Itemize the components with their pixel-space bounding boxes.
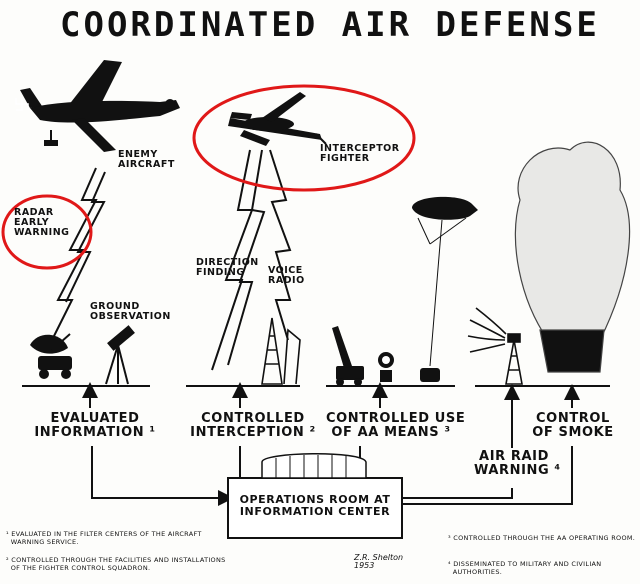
function-controlled-use-aa: CONTROLLED USE OF AA MEANS ³ [326, 411, 466, 440]
function-control-of-smoke: CONTROL OF SMOKE [532, 411, 614, 440]
function-controlled-interception: CONTROLLED INTERCEPTION ² [190, 411, 316, 440]
searchlight-icon [378, 352, 394, 382]
label-ground-observation: GROUND OBSERVATION [90, 301, 171, 322]
label-voice-radio: VOICE RADIO [268, 265, 305, 286]
flow-arrows [82, 382, 580, 448]
radar-dish-icon [30, 333, 72, 379]
function-evaluated-information: EVALUATED INFORMATION ¹ [34, 411, 156, 440]
footnote-1: ¹ EVALUATED IN THE FILTER CENTERS OF THE… [6, 530, 202, 547]
barrage-balloon-icon [412, 196, 478, 382]
label-radar-early-warning: RADAR EARLY WARNING [14, 207, 70, 238]
footnote-3: ³ CONTROLLED THROUGH THE AA OPERATING RO… [448, 534, 636, 542]
label-interceptor-fighter: INTERCEPTOR FIGHTER [320, 143, 400, 164]
highlight-circles [1, 84, 416, 270]
function-air-raid-warning: AIR RAID WARNING ⁴ [474, 449, 561, 478]
highlight-radar-early-warning [1, 194, 93, 270]
interceptor-fighter-icon [228, 92, 327, 146]
radio-tower-icon [261, 317, 301, 385]
aa-gun-icon [332, 326, 364, 386]
operations-room-label: OPERATIONS ROOM AT INFORMATION CENTER [239, 493, 391, 518]
footnote-2: ² CONTROLLED THROUGH THE FACILITIES AND … [6, 556, 226, 573]
swastika-marking [15, 98, 29, 111]
smoke-cloud-icon [514, 141, 631, 373]
operations-building-icon [227, 453, 403, 539]
label-enemy-aircraft: ENEMY AIRCRAFT [118, 149, 175, 170]
footnote-4: ⁴ DISSEMINATED TO MILITARY AND CIVILIAN … [448, 560, 602, 577]
telescope-icon [105, 325, 135, 385]
artist-signature: Z.R. Shelton 1953 [354, 553, 404, 571]
siren-tower-icon [467, 307, 523, 385]
highlight-interceptor-fighter [192, 84, 416, 192]
label-direction-finding: DIRECTION FINDING [196, 257, 259, 278]
page-title: COORDINATED AIR DEFENSE [60, 5, 600, 45]
enemy-bomber-icon [20, 60, 180, 152]
